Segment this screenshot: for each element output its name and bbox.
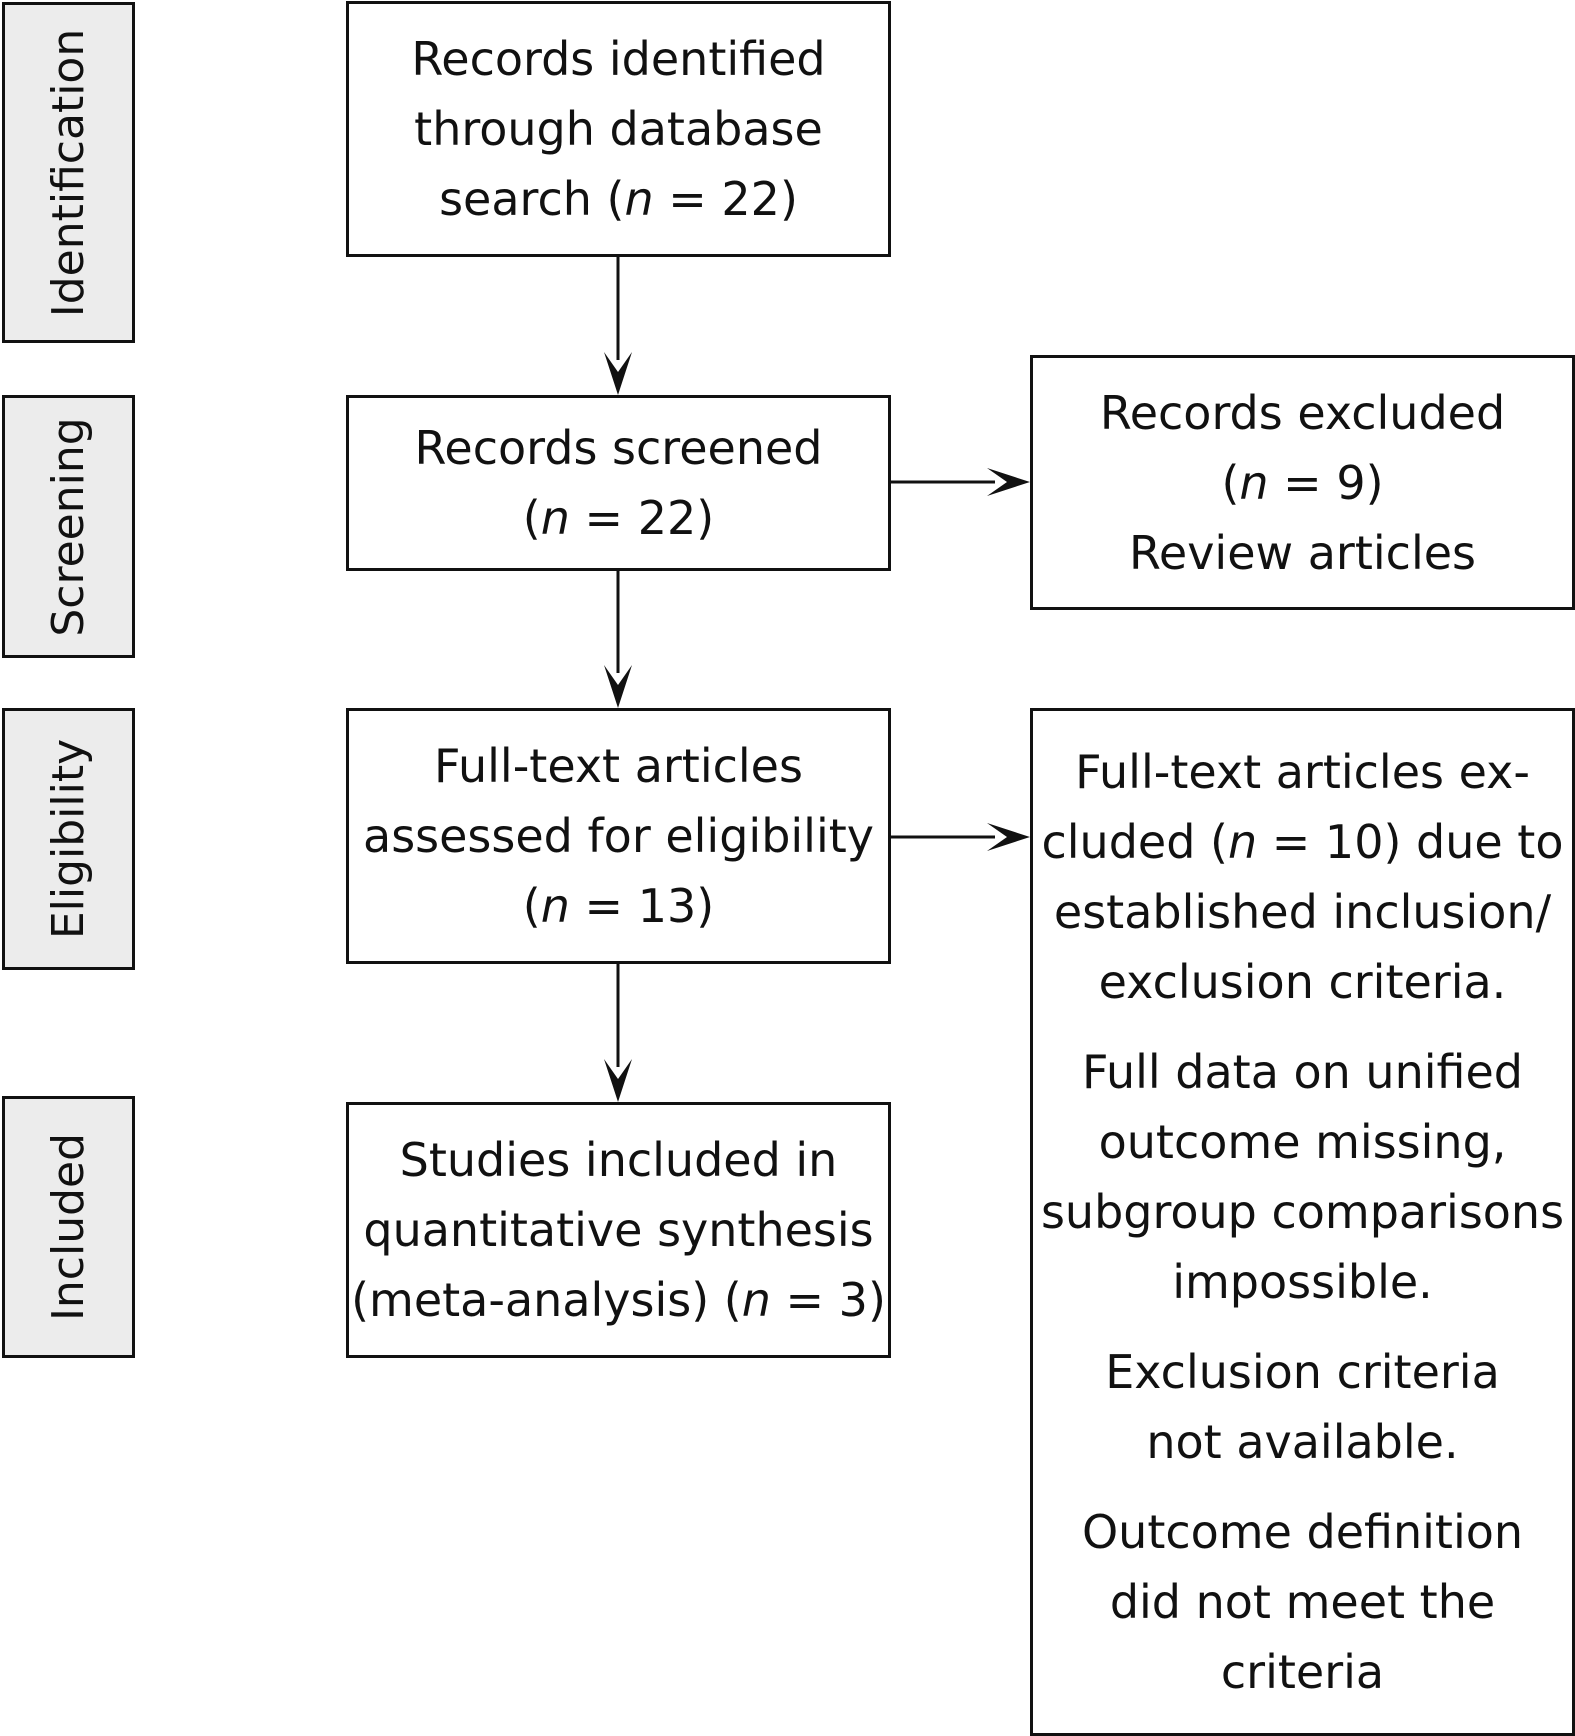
identified-line-2: through database	[414, 102, 823, 156]
screened-line-2: (n = 22)	[522, 491, 715, 545]
stage-eligibility: Eligibility	[2, 708, 135, 970]
box-fulltext-assessed: Full-text articles assessed for eligibil…	[346, 708, 891, 964]
included-line-1: Studies included in	[399, 1133, 838, 1187]
reason-2-line-2: outcome missing,	[1098, 1115, 1507, 1169]
screened-line-1: Records screened	[414, 421, 823, 475]
reason-2-line-4: impossible.	[1172, 1255, 1433, 1309]
fulltext-line-2: assessed for eligibility	[363, 809, 874, 863]
box-records-excluded: Records excluded (n = 9) Review articles	[1030, 355, 1575, 610]
arrowhead-down-3	[604, 1059, 632, 1102]
included-line-2: quantitative synthesis	[363, 1203, 874, 1257]
arrowhead-down-1	[604, 352, 632, 395]
exclusion-reason-4: Outcome definition did not meet the crit…	[1082, 1497, 1523, 1707]
n-symbol: n	[540, 491, 570, 545]
exclusion-reason-1: Full-text articles ex- cluded (n = 10) d…	[1041, 737, 1563, 1017]
arrowhead-right-1	[987, 468, 1030, 496]
box-records-screened: Records screened (n = 22)	[346, 395, 891, 571]
identified-line-1: Records identified	[411, 32, 826, 86]
exclusion-reason-2: Full data on unified outcome missing, su…	[1041, 1037, 1564, 1317]
box-fulltext-excluded: Full-text articles ex- cluded (n = 10) d…	[1030, 708, 1575, 1736]
n-symbol: n	[1227, 815, 1258, 869]
arrowhead-down-2	[604, 665, 632, 708]
stage-identification: Identification	[2, 2, 135, 343]
reason-3-line-1: Exclusion criteria	[1105, 1345, 1500, 1399]
reason-1-line-3: established inclusion/	[1053, 885, 1552, 939]
n-symbol: n	[741, 1273, 771, 1327]
box-records-identified: Records identified through database sear…	[346, 1, 891, 257]
arrowhead-right-2	[987, 823, 1030, 851]
box-studies-included: Studies included in quantitative synthes…	[346, 1102, 891, 1358]
stage-screening: Screening	[2, 395, 135, 658]
fulltext-line-3: (n = 13)	[522, 879, 715, 933]
excluded-line-2: (n = 9)	[1221, 455, 1384, 510]
identified-line-3: search (n = 22)	[439, 172, 798, 226]
reason-1-line-1: Full-text articles ex-	[1075, 745, 1530, 799]
fulltext-line-1: Full-text articles	[434, 739, 803, 793]
n-symbol: n	[624, 172, 654, 226]
exclusion-reason-3: Exclusion criteria not available.	[1105, 1337, 1500, 1477]
reason-3-line-2: not available.	[1146, 1415, 1459, 1469]
n-symbol: n	[1239, 455, 1269, 510]
reason-2-line-3: subgroup comparisons	[1040, 1185, 1565, 1239]
reason-1-line-2: cluded (n = 10) due to	[1041, 815, 1564, 869]
included-line-3: (meta-analysis) (n = 3)	[351, 1273, 886, 1327]
excluded-line-1: Records excluded	[1099, 385, 1506, 440]
reason-4-line-1: Outcome definition	[1081, 1505, 1524, 1559]
excluded-line-3: Review articles	[1129, 525, 1476, 580]
n-symbol: n	[540, 879, 570, 933]
reason-1-line-4: exclusion criteria.	[1098, 955, 1507, 1009]
reason-4-line-2: did not meet the	[1109, 1575, 1496, 1629]
reason-4-line-3: criteria	[1220, 1645, 1385, 1699]
reason-2-line-1: Full data on unified	[1082, 1045, 1523, 1099]
stage-included: Included	[2, 1096, 135, 1358]
